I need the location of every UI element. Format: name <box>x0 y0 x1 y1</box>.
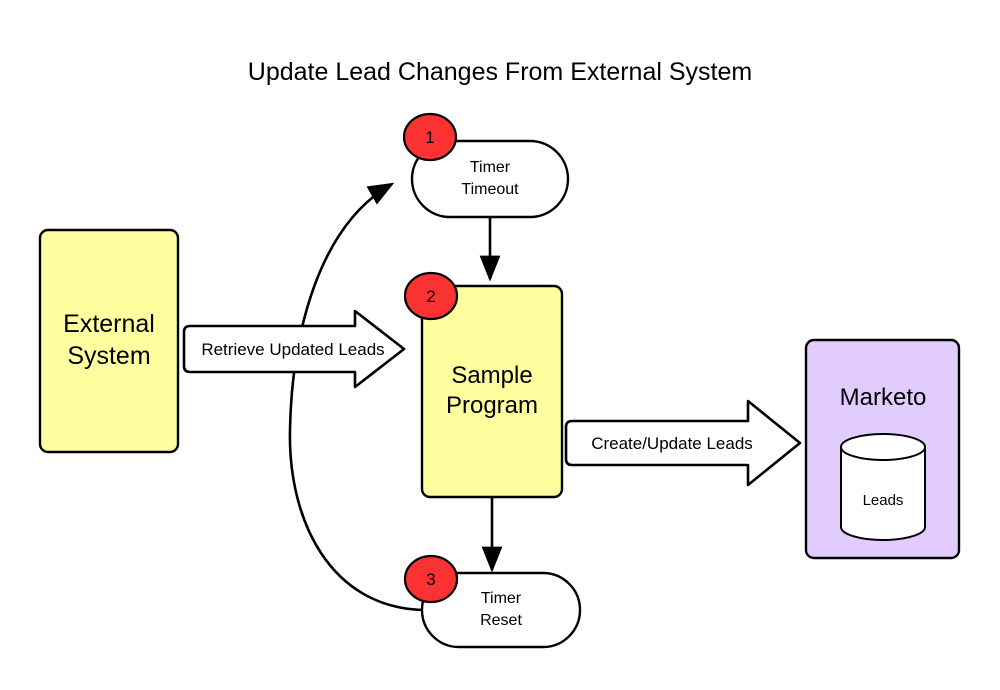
node-timer-reset[interactable]: Timer Reset <box>420 571 582 649</box>
node-label-marketo: Marketo <box>840 384 927 411</box>
edge-create-update-leads[interactable]: Create/Update Leads <box>564 399 802 487</box>
node-marketo[interactable]: Marketo Leads <box>804 338 961 560</box>
node-external-system[interactable]: External System <box>38 228 180 454</box>
node-label-timer-timeout-line1: Timer <box>470 159 511 176</box>
edge-retrieve-updated-leads[interactable]: Retrieve Updated Leads <box>182 309 406 389</box>
node-label-timer-timeout-line2: Timeout <box>461 181 519 198</box>
step-badge-1-label: 1 <box>425 128 434 147</box>
edge-label-create-update-leads: Create/Update Leads <box>591 434 753 453</box>
node-label-sample-program-line2: Program <box>446 392 538 419</box>
node-label-external-system-line2: System <box>67 342 150 370</box>
datastore-cylinder-leads: Leads <box>840 433 926 541</box>
step-badge-1: 1 <box>402 112 458 162</box>
step-badge-3: 3 <box>403 554 459 604</box>
node-sample-program[interactable]: Sample Program <box>420 284 564 499</box>
step-badge-3-label: 3 <box>426 570 435 589</box>
datastore-label-leads: Leads <box>863 492 904 509</box>
step-badge-2: 2 <box>403 271 459 321</box>
node-label-timer-reset-line1: Timer <box>481 590 522 607</box>
node-label-sample-program-line1: Sample <box>451 362 532 389</box>
node-label-external-system-line1: External <box>63 310 155 338</box>
node-timer-timeout[interactable]: Timer Timeout <box>410 139 570 219</box>
page-title: Update Lead Changes From External System <box>248 58 752 86</box>
step-badge-2-label: 2 <box>426 287 435 306</box>
edge-label-retrieve-updated-leads: Retrieve Updated Leads <box>201 340 384 359</box>
edge-reset-to-timeout <box>288 182 425 612</box>
node-label-timer-reset-line2: Reset <box>480 612 522 629</box>
